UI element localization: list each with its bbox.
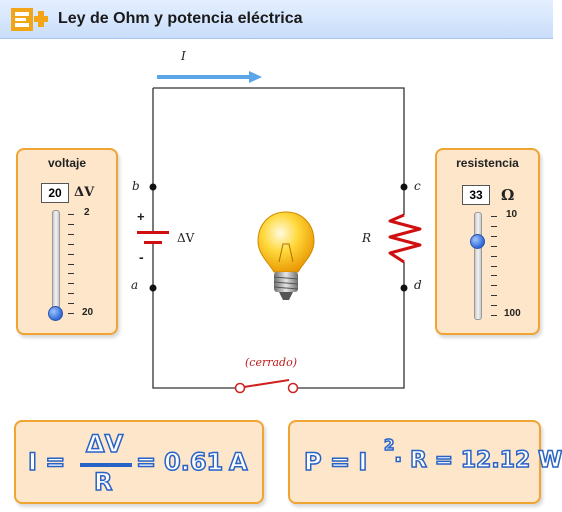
- battery-minus-label: -: [139, 249, 144, 265]
- current-formula-numerator: ΔV: [85, 429, 124, 459]
- light-bulb-icon: [257, 211, 315, 300]
- slider-tick: [68, 283, 74, 285]
- resistance-value-input[interactable]: 33: [462, 185, 490, 205]
- node-a-dot: [149, 284, 157, 292]
- slider-tick: [491, 305, 497, 307]
- voltage-unit-label: ΔV: [74, 185, 95, 200]
- slider-tick: [491, 315, 497, 316]
- resistance-max-label: 100: [504, 308, 521, 319]
- resistor-zigzag: [388, 213, 422, 264]
- slider-tick: [491, 225, 497, 227]
- slider-tick: [68, 243, 74, 245]
- slider-tick: [491, 235, 497, 237]
- current-arrow: [157, 71, 262, 83]
- resistance-panel-title: resistencia: [456, 156, 519, 170]
- slider-tick: [68, 263, 74, 265]
- voltage-max-label: 20: [82, 307, 94, 318]
- resistor-label: R: [361, 231, 371, 245]
- node-d-dot: [400, 284, 408, 292]
- slider-tick: [68, 303, 74, 305]
- slider-tick: [491, 285, 497, 287]
- slider-tick: [68, 233, 74, 235]
- slider-tick: [68, 214, 74, 215]
- plus-logo-icon: [11, 8, 48, 31]
- current-formula-denominator: R: [93, 467, 113, 497]
- battery: [137, 231, 169, 244]
- power-formula-exponent: 2: [383, 435, 395, 455]
- wires: [152, 87, 405, 389]
- current-value: 0.61: [163, 447, 224, 477]
- switch: [234, 379, 299, 394]
- battery-plus-label: +: [137, 209, 145, 224]
- power-formula-left: P = I: [303, 447, 368, 477]
- slider-tick: [68, 273, 74, 275]
- slider-tick: [68, 253, 74, 255]
- slider-tick: [491, 265, 497, 267]
- resistance-slider-track[interactable]: [474, 212, 482, 320]
- switch-state-label: (cerrado): [245, 356, 297, 369]
- slider-tick: [68, 313, 74, 314]
- resistance-panel: resistencia 33 Ω 10 100: [435, 148, 540, 335]
- resistance-slider-knob[interactable]: [470, 233, 485, 249]
- voltage-panel: voltaje 20 ΔV 2 20: [16, 148, 118, 335]
- slider-tick: [491, 255, 497, 257]
- current-formula-lhs: I =: [27, 447, 66, 477]
- voltage-slider-track[interactable]: [52, 210, 60, 318]
- current-label: I: [180, 49, 186, 63]
- current-unit: A: [228, 447, 248, 477]
- voltage-panel-title: voltaje: [47, 156, 86, 170]
- title-bar: Ley de Ohm y potencia eléctrica: [0, 0, 553, 39]
- slider-tick: [491, 295, 497, 297]
- slider-tick: [491, 216, 497, 217]
- voltage-value-input[interactable]: 20: [41, 183, 69, 203]
- slider-tick: [68, 293, 74, 295]
- slider-tick: [68, 223, 74, 225]
- voltage-min-label: 2: [84, 207, 90, 218]
- current-formula-box: I = ΔV R = 0.61 A: [14, 420, 264, 504]
- slider-tick: [491, 245, 497, 247]
- resistance-unit-label: Ω: [501, 186, 515, 204]
- battery-voltage-label: ΔV: [177, 231, 195, 245]
- node-c-dot: [400, 183, 408, 191]
- node-c-label: c: [414, 179, 421, 193]
- app-title: Ley de Ohm y potencia eléctrica: [58, 10, 303, 27]
- resistance-min-label: 10: [506, 209, 518, 220]
- node-d-label: d: [414, 278, 422, 292]
- voltage-slider-knob[interactable]: [48, 306, 63, 321]
- fraction-bar: [80, 463, 132, 467]
- current-formula-equals: =: [135, 447, 157, 477]
- node-b-label: b: [132, 179, 140, 193]
- node-b-dot: [149, 183, 157, 191]
- node-a-label: a: [131, 278, 138, 292]
- power-formula-right: · R = 12.12 W: [393, 447, 562, 474]
- power-formula-box: P = I 2 · R = 12.12 W: [288, 420, 562, 504]
- slider-tick: [491, 275, 497, 277]
